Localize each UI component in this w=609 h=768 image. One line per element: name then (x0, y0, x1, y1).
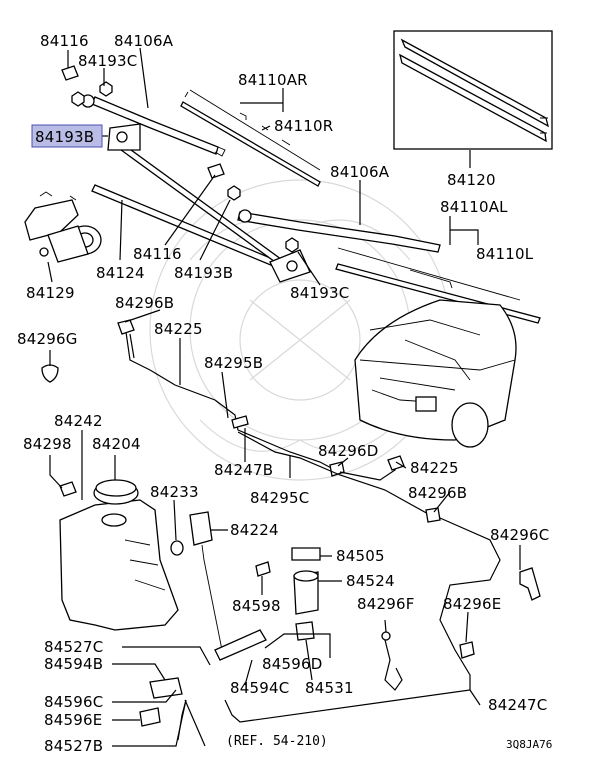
nut-84193B-top[interactable] (71, 91, 85, 107)
label-84296B-top[interactable]: 84296B (115, 294, 174, 312)
label-84116-mid[interactable]: 84116 (133, 245, 182, 263)
washer-hose-84295B[interactable] (214, 399, 336, 471)
wiper-arm-84106A-upper[interactable] (81, 94, 226, 157)
label-84531[interactable]: 84531 (305, 679, 354, 697)
label-84193B-highlighted[interactable]: 84193B (35, 128, 94, 146)
label-84110R[interactable]: 84110R (274, 117, 333, 135)
label-84193C-mid[interactable]: 84193C (290, 284, 349, 302)
label-84596D[interactable]: 84596D (262, 655, 322, 673)
label-84224[interactable]: 84224 (230, 521, 279, 539)
label-84527B[interactable]: 84527B (44, 737, 103, 755)
highlight-box-84193B (31, 124, 103, 148)
label-84116-top[interactable]: 84116 (40, 32, 89, 50)
hose-84594B[interactable] (149, 677, 183, 699)
label-84225-top[interactable]: 84225 (154, 320, 203, 338)
cap-84116-top[interactable] (61, 65, 79, 81)
wiper-blade-set-84120[interactable] (393, 30, 553, 168)
label-84296E[interactable]: 84296E (443, 595, 501, 613)
label-84225-mid[interactable]: 84225 (410, 459, 459, 477)
label-84193B-mid[interactable]: 84193B (174, 264, 233, 282)
label-84596C[interactable]: 84596C (44, 693, 103, 711)
wiper-motor-84129[interactable] (24, 191, 102, 263)
wiper-linkage-84124[interactable] (91, 123, 311, 283)
washer-hose-84247C[interactable] (224, 517, 501, 723)
label-84110AL[interactable]: 84110AL (440, 198, 508, 216)
label-84296F[interactable]: 84296F (357, 595, 415, 613)
clip-84296E[interactable] (459, 641, 475, 659)
grommet-84233[interactable] (170, 540, 184, 556)
hose-84594C[interactable] (214, 629, 267, 661)
bolt-84298[interactable] (59, 481, 77, 497)
clip-84296F[interactable] (381, 631, 403, 691)
washer-motor-84224[interactable] (189, 511, 223, 651)
label-84242[interactable]: 84242 (54, 412, 103, 430)
label-84247C[interactable]: 84247C (488, 696, 547, 714)
label-84594B[interactable]: 84594B (44, 655, 103, 673)
label-84594C[interactable]: 84594C (230, 679, 289, 697)
label-84233[interactable]: 84233 (150, 483, 199, 501)
label-84505[interactable]: 84505 (336, 547, 385, 565)
label-84295B[interactable]: 84295B (204, 354, 263, 372)
wiper-blade-84110R[interactable] (180, 89, 321, 187)
label-84598[interactable]: 84598 (232, 597, 281, 615)
wiper-arm-84106A-lower[interactable] (237, 209, 441, 253)
leader-lines (47, 47, 521, 747)
label-84193C-top[interactable]: 84193C (78, 52, 137, 70)
washer-hose-84225-mid[interactable] (339, 455, 405, 481)
washer-tank-84242[interactable] (59, 499, 179, 631)
grommet-84531[interactable] (295, 621, 315, 641)
bolt-84598[interactable] (255, 561, 271, 577)
clip-84296B-right[interactable] (425, 507, 441, 523)
washer-cap-84204[interactable] (93, 479, 139, 505)
label-84295C[interactable]: 84295C (250, 489, 309, 507)
washer-nozzle-84296G[interactable] (41, 364, 59, 383)
washer-hose-84225-top[interactable] (125, 331, 216, 401)
clip-84296C[interactable] (519, 567, 541, 601)
vehicle-front-view (354, 299, 517, 448)
label-84298[interactable]: 84298 (23, 435, 72, 453)
label-84110AR[interactable]: 84110AR (238, 71, 308, 89)
reference-note: (REF. 54-210) (226, 734, 328, 749)
nut-84193B-mid[interactable] (227, 185, 241, 201)
label-84106A-right[interactable]: 84106A (330, 163, 390, 181)
label-84247B[interactable]: 84247B (214, 461, 273, 479)
label-84527C[interactable]: 84527C (44, 638, 103, 656)
label-84524[interactable]: 84524 (346, 572, 395, 590)
label-84296D[interactable]: 84296D (318, 442, 378, 460)
diagram-code: 3Q8JA76 (506, 738, 552, 751)
label-84296G[interactable]: 84296G (17, 330, 78, 348)
nut-84193C-mid[interactable] (285, 237, 299, 253)
washer-nozzle-84296B-top[interactable] (117, 319, 135, 335)
part-labels: 84116 84106A 84193C 84110AR 84193B 84110… (17, 32, 552, 755)
label-84124[interactable]: 84124 (96, 264, 145, 282)
washer-hose-84295C[interactable] (237, 431, 431, 516)
clip-84596E[interactable] (139, 707, 161, 727)
label-84106A-top[interactable]: 84106A (114, 32, 174, 50)
cap-84116-mid[interactable] (207, 163, 225, 179)
label-84204[interactable]: 84204 (92, 435, 141, 453)
label-84120[interactable]: 84120 (447, 171, 496, 189)
label-84110L[interactable]: 84110L (476, 245, 534, 263)
label-84296B-right[interactable]: 84296B (408, 484, 467, 502)
label-84296C[interactable]: 84296C (490, 526, 549, 544)
washer-pump-84524[interactable] (293, 570, 319, 615)
nut-84193C-top[interactable] (99, 81, 113, 97)
joint-84247B[interactable] (231, 415, 249, 429)
label-84596E[interactable]: 84596E (44, 711, 102, 729)
label-84129[interactable]: 84129 (26, 284, 75, 302)
bracket-84505[interactable] (291, 547, 321, 561)
